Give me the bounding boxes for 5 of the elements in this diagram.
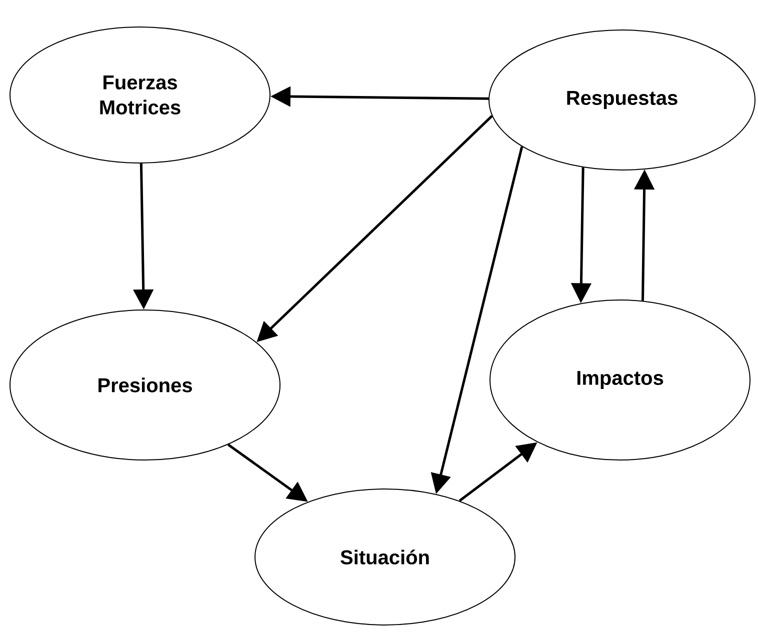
ellipse-node: Presiones (10, 310, 280, 460)
ellipse-node: Situación (254, 488, 516, 626)
ellipse-node: Impactos (490, 300, 750, 460)
ellipse-node: Respuestas (488, 30, 756, 170)
ellipse-node: Fuerzas Motrices (10, 26, 270, 164)
